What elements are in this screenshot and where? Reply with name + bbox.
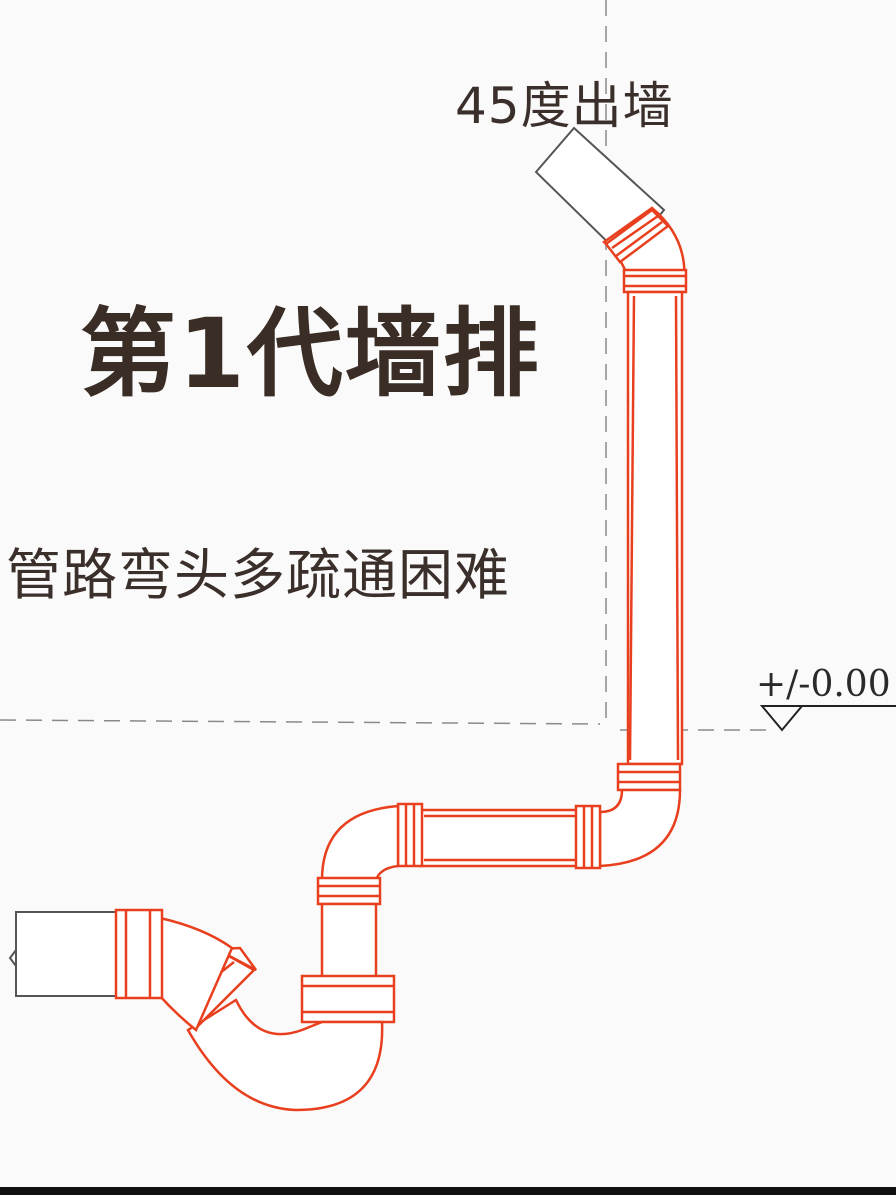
triangle-down-icon xyxy=(759,705,896,732)
top-elbow xyxy=(602,206,688,294)
diagram-title: 第1代墙排 xyxy=(80,298,541,410)
short-vertical-pipe xyxy=(300,876,396,1024)
vertical-riser xyxy=(616,290,684,792)
p-trap xyxy=(186,998,384,1112)
inlet-pipe xyxy=(8,908,164,1000)
horizontal-mid-pipe xyxy=(396,802,602,870)
diagram-subtitle: 管路弯头多疏通困难 xyxy=(6,543,511,607)
lower-right-elbow xyxy=(598,788,682,868)
angled-fitting xyxy=(158,916,258,1032)
annotation-45-degree: 45度出墙 xyxy=(455,77,674,135)
upper-s-elbow xyxy=(320,804,400,882)
floor-line-left xyxy=(0,719,601,725)
bottom-border xyxy=(0,1187,896,1195)
level-mark-label: +/-0.00 xyxy=(756,664,891,705)
